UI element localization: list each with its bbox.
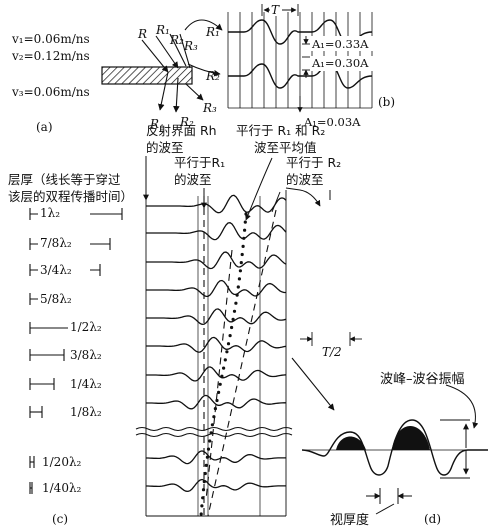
panel-a: v₁=0.06m/ns v₂=0.12m/ns v₃=0.06m/ns R R₁… xyxy=(11,19,223,134)
thickness-bar-3: 5/8λ₂ xyxy=(29,292,90,306)
thickness-label-0: 1λ₂ xyxy=(40,206,60,220)
thickness-bar-5: 3/8λ₂ xyxy=(29,348,120,362)
amplitude-difference: A₁=0.03A xyxy=(303,115,361,129)
trace-4 xyxy=(146,308,287,325)
header-average-line1: 平行于 R₁ 和 R₂ xyxy=(236,123,325,138)
thickness-title-line1: 层厚（线长等于穿过 xyxy=(8,172,121,187)
period-label: T xyxy=(271,3,280,17)
wavelet-r1-label: R₁ xyxy=(205,25,220,39)
header-r1-line1: 平行于R₁ xyxy=(174,155,225,170)
trace-7 xyxy=(146,394,286,410)
thickness-label-5: 3/8λ₂ xyxy=(70,348,102,362)
trace-2 xyxy=(146,251,287,270)
trace-8 xyxy=(146,450,286,465)
header-pointers xyxy=(143,156,331,221)
ray-label-r1: R₁ xyxy=(155,23,170,37)
thickness-title-line2: 该层的双程传播时间） xyxy=(8,189,133,204)
section-frame xyxy=(145,190,287,517)
thickness-bar-7: 1/8λ₂ xyxy=(29,405,120,419)
ray-label-r3-down: R₃ xyxy=(202,101,217,115)
thickness-bar-9: 1/40λ₂ xyxy=(29,481,92,495)
thickness-bar-8: 1/20λ₂ xyxy=(29,455,92,469)
panel-b: T R₁ R₂ A₁=0.33A A₁=0.30A A₁=0.03A (b) xyxy=(205,3,395,129)
thickness-bar-1: 7/8λ₂ xyxy=(29,236,111,250)
trace-0 xyxy=(146,194,287,214)
thickness-label-7: 1/8λ₂ xyxy=(70,405,102,419)
thickness-dimension xyxy=(366,488,412,515)
velocity-v3: v₃=0.06m/ns xyxy=(11,85,90,99)
amp1-mask xyxy=(310,36,374,51)
peak-trough-label: 波峰–波谷振幅 xyxy=(380,372,465,387)
period-label-mask xyxy=(270,3,282,16)
velocity-v2: v₂=0.12m/ns xyxy=(11,49,90,63)
trace-6 xyxy=(146,366,287,382)
peak-fill-2 xyxy=(392,426,430,450)
zoom-pointer xyxy=(291,357,335,411)
panel-c-section: T/2 (c) xyxy=(52,156,362,526)
panel-c-label: (c) xyxy=(52,512,68,526)
thickness-bar-2: 3/4λ₂ xyxy=(29,263,101,277)
section-break xyxy=(135,427,293,437)
average-dotted-line xyxy=(199,212,248,516)
ray-label-r3: R₃ xyxy=(183,39,198,53)
peak-fill-1 xyxy=(336,436,366,450)
amplitude-r1: A₁=0.33A xyxy=(311,37,369,51)
header-reflect-line2: 的波至 xyxy=(146,140,184,155)
amplitude-r2: A₁=0.30A xyxy=(311,56,369,70)
thickness-label-6: 1/4λ₂ xyxy=(70,377,102,391)
half-period-label: T/2 xyxy=(322,345,342,359)
seismic-traces xyxy=(146,194,287,493)
wavelet-r2-label: R₂ xyxy=(205,69,220,83)
thin-layer-block xyxy=(101,66,193,85)
thickness-label-4: 1/2λ₂ xyxy=(70,320,102,334)
header-reflect-line1: 反射界面 Rh xyxy=(146,123,217,138)
amplitude-dimension xyxy=(440,384,479,479)
ray-label-r: R xyxy=(137,27,147,41)
apparent-thickness-label: 视厚度 xyxy=(330,512,369,528)
trace-9 xyxy=(146,478,286,493)
ray-label-r2-down: R₂ xyxy=(179,115,194,129)
thickness-bar-6: 1/4λ₂ xyxy=(29,377,120,391)
header-r2-line1: 平行于 R₂ xyxy=(286,155,341,170)
panel-a-label: (a) xyxy=(36,120,53,134)
trace-1 xyxy=(146,222,287,241)
thickness-bar-0: 1λ₂ xyxy=(29,206,123,220)
thickness-label-2: 3/4λ₂ xyxy=(40,263,72,277)
half-period-dimension xyxy=(300,332,362,346)
panel-d-label: (d) xyxy=(424,512,441,526)
panel-d: 波峰–波谷振幅 视厚度 (d) xyxy=(291,357,488,528)
panel-b-label: (b) xyxy=(378,95,395,109)
thickness-label-8: 1/20λ₂ xyxy=(42,455,82,469)
panel-c-headers: 反射界面 Rh 的波至 平行于 R₁ 和 R₂ 波至平均值 平行于R₁ 的波至 … xyxy=(8,123,341,204)
thickness-bars: 1λ₂ 7/8λ₂ 3/4λ₂ 5/8λ₂ 1/2λ₂ 3/8λ₂ 1/4λ₂ 1/8λ₂ 1/… xyxy=(29,206,123,495)
thickness-label-1: 7/8λ₂ xyxy=(40,236,72,250)
trace-5 xyxy=(146,336,287,353)
header-r1-line2: 的波至 xyxy=(174,172,212,187)
thickness-bar-4: 1/2λ₂ xyxy=(29,320,120,334)
ray-label-r-down: R xyxy=(149,117,159,131)
thickness-label-3: 5/8λ₂ xyxy=(40,292,72,306)
ray-label-r2: R₂ xyxy=(169,33,184,47)
wavelet-curve xyxy=(301,419,488,476)
trace-3 xyxy=(146,279,286,298)
thickness-label-9: 1/40λ₂ xyxy=(42,481,82,495)
header-average-line2: 波至平均值 xyxy=(254,140,317,155)
reference-dashed-lines xyxy=(203,196,277,517)
header-r2-line2: 的波至 xyxy=(286,172,324,187)
velocity-v1: v₁=0.06m/ns xyxy=(11,32,90,46)
amp2-mask xyxy=(310,56,374,71)
ray-paths xyxy=(141,19,223,113)
amplitude-ticks xyxy=(297,36,310,113)
